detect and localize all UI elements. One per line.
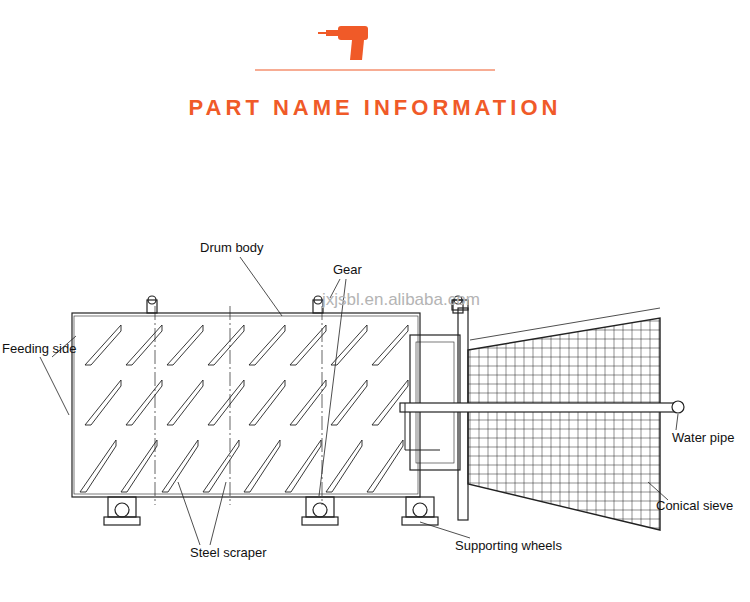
part-label: Water pipe: [672, 430, 734, 446]
part-label: Gear: [333, 262, 362, 278]
drill-icon: [318, 26, 368, 60]
part-label: Drum body: [200, 240, 264, 256]
leader-line: [240, 257, 282, 316]
part-label: Supporting wheels: [455, 538, 562, 554]
drum-drawing: [72, 296, 684, 540]
leader-line: [676, 414, 678, 430]
leader-line: [648, 482, 668, 500]
header-rule: [255, 69, 495, 70]
leader-line: [40, 357, 69, 415]
leader-line: [420, 522, 470, 538]
leader-line: [178, 482, 200, 545]
part-label: Conical sieve: [656, 498, 733, 514]
part-label: Steel scraper: [190, 545, 267, 561]
watermark: jxjsbl.en.alibaba.com: [322, 292, 480, 308]
leader-lines: [40, 257, 678, 545]
leader-line: [319, 279, 346, 496]
part-label: Feeding side: [2, 341, 76, 357]
leader-line: [210, 482, 226, 545]
page-title: PART NAME INFORMATION: [189, 95, 562, 121]
